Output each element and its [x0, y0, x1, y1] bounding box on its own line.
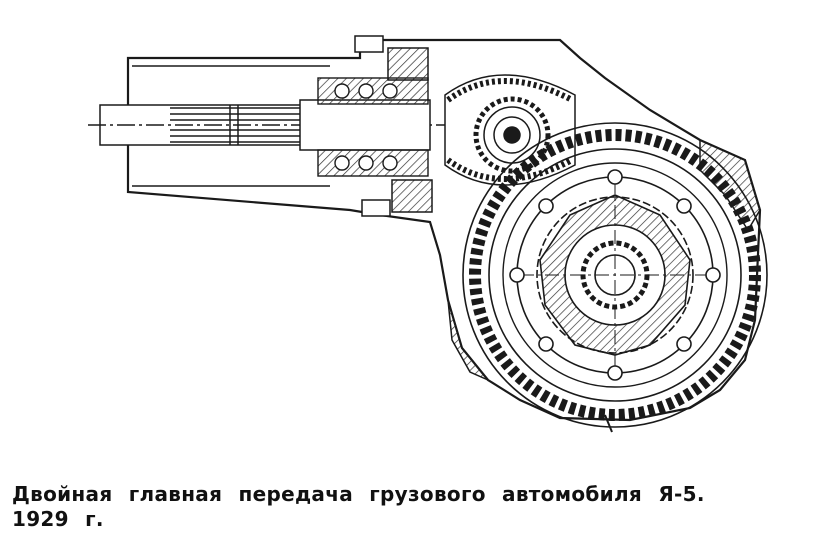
shaft-tube-inner	[132, 65, 330, 187]
housing-outline	[126, 38, 762, 422]
input-shaft	[88, 99, 470, 151]
pinion-bearings	[317, 77, 429, 177]
carrier-bolts	[509, 169, 721, 381]
flange-bolts	[354, 35, 433, 217]
bevel-gear	[444, 74, 576, 186]
figure-caption: Двойная главная передача грузового автом…	[12, 482, 812, 532]
caption-line-1: Двойная главная передача грузового автом…	[12, 482, 705, 506]
gearbox-drawing	[88, 35, 768, 433]
caption-line-2: 1929 г.	[12, 507, 104, 531]
housing-section-bottom-left	[447, 299, 489, 381]
drain-plug	[604, 414, 613, 433]
ring-gear	[462, 122, 768, 428]
housing-section-right	[699, 138, 761, 232]
